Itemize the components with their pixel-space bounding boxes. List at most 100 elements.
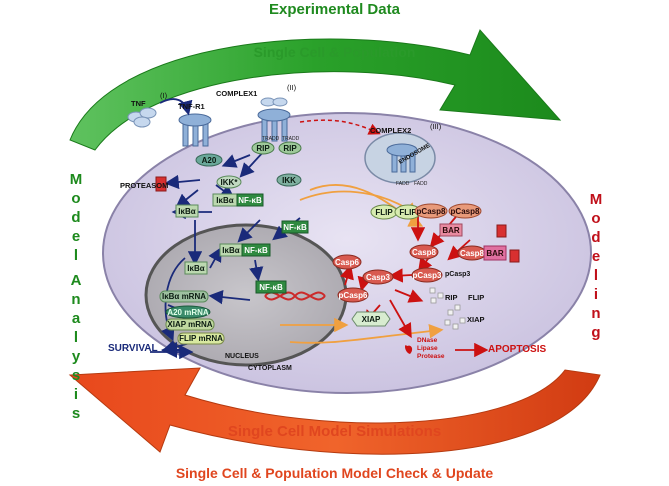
vertical-letter: d xyxy=(591,229,601,246)
vertical-letter: M xyxy=(589,191,603,208)
node-ikba-nfkb-cyto: IκBα NF-κB xyxy=(212,193,264,207)
svg-text:pCasp3: pCasp3 xyxy=(445,271,470,278)
tnf-r1-receptor xyxy=(178,113,212,147)
svg-text:BAR: BAR xyxy=(442,226,460,235)
node-casp8: Casp8 xyxy=(409,244,439,260)
vertical-letter: e xyxy=(591,248,601,265)
svg-text:IκBα: IκBα xyxy=(216,196,233,205)
svg-text:IκBα: IκBα xyxy=(187,264,204,273)
node-ikk-star: IKK* xyxy=(216,175,242,189)
svg-text:TRADD: TRADD xyxy=(282,136,300,142)
node-xiap-mrna: XIAP mRNA xyxy=(165,318,215,331)
node-a20-mrna: A20 mRNA xyxy=(165,305,211,319)
svg-text:NF-κB: NF-κB xyxy=(238,196,262,205)
vertical-letter: o xyxy=(71,190,81,207)
vertical-letter: s xyxy=(71,367,81,384)
proteasome-icon xyxy=(155,176,167,192)
complex2-receptor xyxy=(386,143,418,173)
tnf-ligand xyxy=(127,107,157,128)
model-check-update-label: Single Cell & Population Model Check & U… xyxy=(175,465,494,481)
node-flip-mrna: FLIP mRNA xyxy=(177,332,225,345)
svg-text:COMPLEX1: COMPLEX1 xyxy=(216,89,257,98)
vertical-letter: M xyxy=(69,171,83,188)
node-rip-1: RIP xyxy=(251,141,275,155)
complex1-receptor xyxy=(257,108,291,142)
svg-text:Casp8: Casp8 xyxy=(460,249,485,258)
svg-text:FLIP: FLIP xyxy=(399,208,417,217)
vertical-letter: d xyxy=(71,209,81,226)
svg-text:XIAP: XIAP xyxy=(362,315,381,324)
endosome xyxy=(364,132,436,184)
svg-text:IκBα mRNA: IκBα mRNA xyxy=(162,292,206,301)
model-simulation-arrow xyxy=(68,367,601,455)
node-pcasp8-2: pCasp8 xyxy=(448,203,482,219)
apoptosis-label: APOPTOSIS xyxy=(488,344,547,355)
svg-text:FLIP mRNA: FLIP mRNA xyxy=(179,334,223,343)
vertical-letter: l xyxy=(593,267,599,284)
svg-text:pCasp6: pCasp6 xyxy=(339,291,368,300)
vertical-letter: n xyxy=(591,305,601,322)
vertical-letter: i xyxy=(73,386,79,403)
node-flip-1: FLIP xyxy=(370,204,398,220)
svg-text:NF-κB: NF-κB xyxy=(244,246,268,255)
vertical-letter: a xyxy=(71,310,81,327)
single-cell-population-label: Single Cell & Population xyxy=(253,44,416,60)
vertical-letter: n xyxy=(71,291,81,308)
node-ikk: IKK xyxy=(276,173,302,187)
node-ikba-nfkb-nuc: IκBα NF-κB xyxy=(219,243,271,257)
node-ikba-mrna: IκBα mRNA xyxy=(159,290,209,303)
dnase-icon xyxy=(405,345,413,354)
svg-text:pCasp8: pCasp8 xyxy=(451,207,480,216)
node-bar: BAR xyxy=(439,223,463,237)
vertical-letter: e xyxy=(71,228,81,245)
svg-text:Casp8: Casp8 xyxy=(412,248,437,257)
svg-text:RIP: RIP xyxy=(283,144,297,153)
svg-text:IκBα: IκBα xyxy=(178,207,195,216)
node-ikba-1: IκBα xyxy=(175,204,199,218)
svg-text:TNF: TNF xyxy=(131,99,146,108)
svg-text:Protease: Protease xyxy=(417,353,445,360)
svg-text:IKK: IKK xyxy=(282,176,296,185)
vertical-letter: l xyxy=(73,247,79,264)
experimental-data-label: Experimental Data xyxy=(269,1,400,18)
svg-text:(I): (I) xyxy=(160,91,168,100)
vertical-letter: y xyxy=(71,348,81,365)
vertical-letter: g xyxy=(591,324,601,341)
node-pcasp8-1: pCasp8 xyxy=(414,203,448,219)
svg-text:FADD: FADD xyxy=(414,181,428,187)
node-rip-2: RIP xyxy=(278,141,302,155)
svg-text:BAR: BAR xyxy=(486,249,504,258)
svg-text:FLIP: FLIP xyxy=(375,208,393,217)
node-nfkb-cyto: NF-κB xyxy=(281,220,309,234)
vertical-letter: i xyxy=(593,286,599,303)
experimental-data-arrow xyxy=(69,29,562,151)
svg-text:(III): (III) xyxy=(430,122,442,131)
svg-text:IκBα: IκBα xyxy=(222,246,239,255)
vertical-letter: l xyxy=(73,329,79,346)
svg-text:Casp6: Casp6 xyxy=(335,258,360,267)
rip-fragments xyxy=(429,287,466,330)
degradation-icon-2 xyxy=(509,249,520,263)
svg-text:RIP: RIP xyxy=(256,144,270,153)
degradation-icon-1 xyxy=(496,224,507,238)
svg-text:TRADD: TRADD xyxy=(262,136,280,142)
node-nfkb-nuc: NF-κB xyxy=(255,280,287,294)
svg-text:A20: A20 xyxy=(202,156,217,165)
svg-text:Casp3: Casp3 xyxy=(366,273,391,282)
svg-text:NF-κB: NF-κB xyxy=(283,223,307,232)
svg-text:NUCLEUS: NUCLEUS xyxy=(225,353,259,360)
svg-text:IKK*: IKK* xyxy=(221,178,239,187)
node-casp8-bar: Casp8 BAR xyxy=(457,245,507,261)
node-a20: A20 xyxy=(195,153,223,167)
node-pcasp6: pCasp6 xyxy=(337,287,369,303)
svg-text:PROTEASOM: PROTEASOM xyxy=(120,181,168,190)
svg-text:CYTOPLASM: CYTOPLASM xyxy=(248,365,292,372)
svg-text:Lipase: Lipase xyxy=(417,345,438,352)
svg-text:DNase: DNase xyxy=(417,337,438,344)
vertical-letter: s xyxy=(71,405,81,422)
svg-text:XIAP mRNA: XIAP mRNA xyxy=(167,320,212,329)
svg-text:FADD: FADD xyxy=(396,181,410,187)
